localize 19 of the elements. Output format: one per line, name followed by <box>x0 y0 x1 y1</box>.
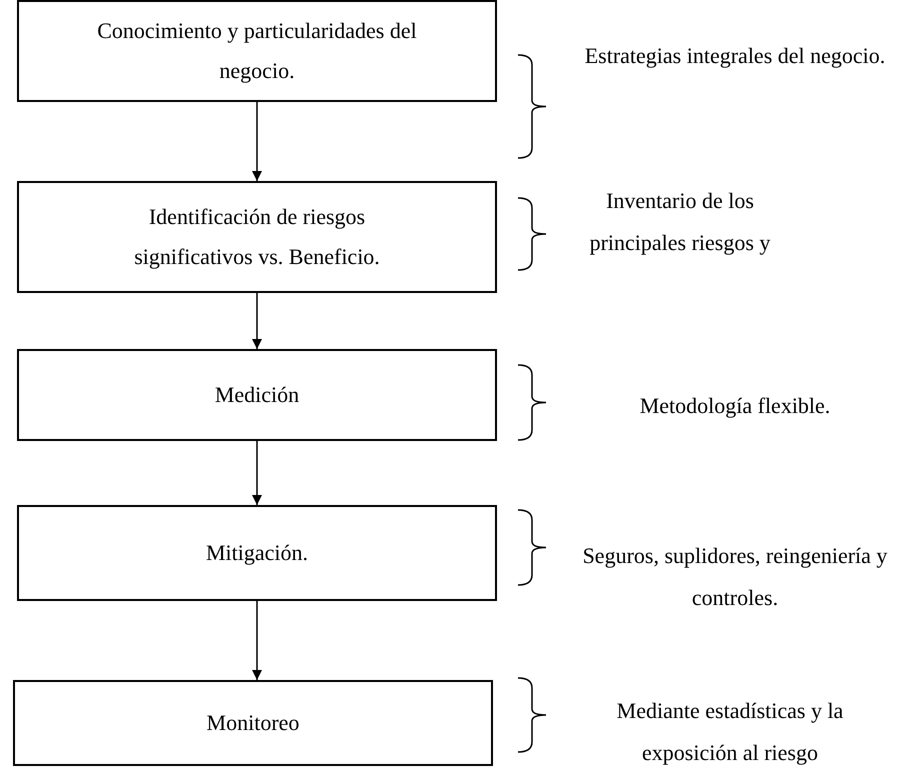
side-note: Mediante estadísticas y la exposición al riesgo <box>616 697 844 767</box>
side-note: Inventario de los principales riesgos y <box>588 187 772 257</box>
arrow <box>252 441 262 505</box>
arrow <box>252 293 262 349</box>
side-note: Estrategias integrales del negocio. <box>584 42 886 70</box>
side-note: Seguros, suplidores, reingeniería y controles. <box>582 542 888 612</box>
process-box <box>17 181 497 293</box>
process-box <box>17 0 497 102</box>
box-label: Monitoreo <box>206 709 300 737</box>
arrow <box>252 102 262 181</box>
box-label: Medición <box>214 381 300 409</box>
box-label: Mitigación. <box>206 539 308 567</box>
box-label: Identificación de riesgos significativos vs. Beneficio. <box>133 203 381 271</box>
process-box <box>17 349 497 441</box>
process-box <box>13 680 493 766</box>
arrow <box>252 601 262 680</box>
side-note: Metodología flexible. <box>638 392 832 420</box>
box-label: Conocimiento y particularidades del negocio. <box>97 17 417 85</box>
process-box <box>17 505 497 601</box>
